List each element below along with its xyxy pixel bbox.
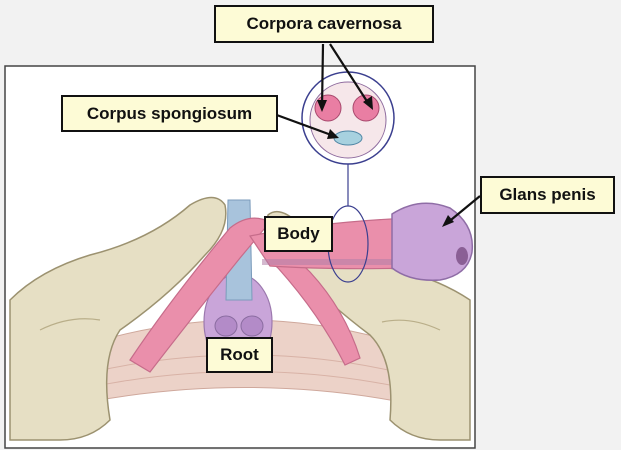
- label-corpus-spongiosum: Corpus spongiosum: [61, 95, 278, 132]
- pointer-cavernosa-left: [320, 43, 325, 109]
- left-pelvic-bone: [9, 196, 227, 441]
- label-body: Body: [264, 216, 333, 252]
- label-root: Root: [206, 337, 273, 373]
- pointer-cavernosa-right: [329, 43, 371, 107]
- label-glans-penis: Glans penis: [480, 176, 615, 214]
- label-corpora-cavernosa: Corpora cavernosa: [214, 5, 434, 43]
- pointer-spongiosum: [273, 112, 335, 138]
